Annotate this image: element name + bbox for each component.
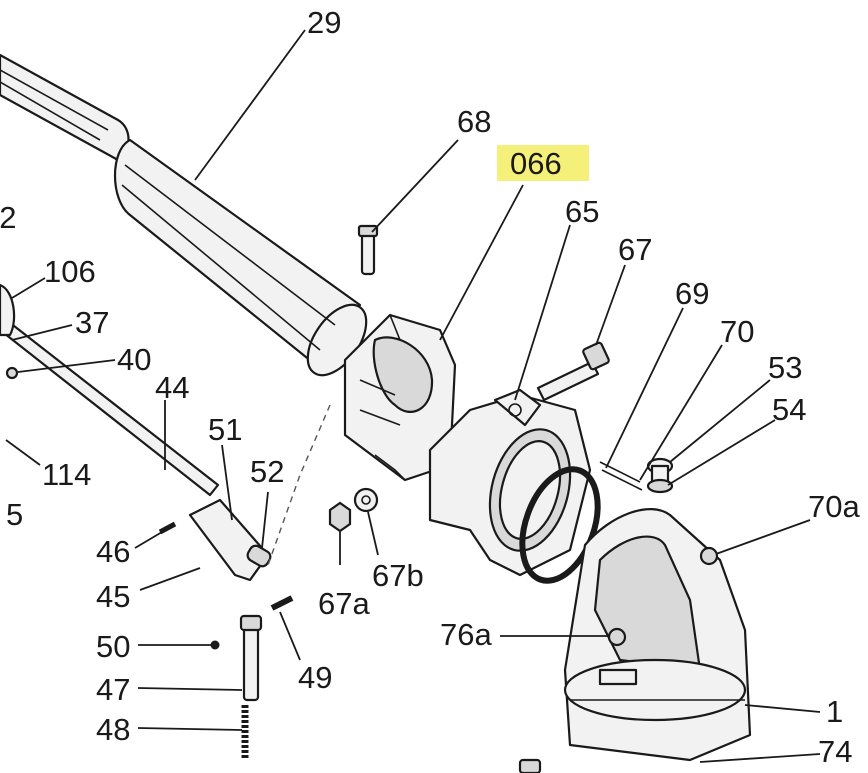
callout-066: 066 [510, 146, 562, 181]
callout-45: 45 [96, 579, 130, 614]
part-49-screw [270, 595, 294, 611]
callout-50: 50 [96, 629, 130, 664]
part-53-knob [646, 457, 674, 494]
callout-51: 51 [208, 412, 242, 447]
part-29-upper-tube [0, 53, 130, 162]
callout-106: 106 [44, 254, 96, 289]
callout-44: 44 [155, 370, 189, 405]
part-29-main-tube [113, 138, 368, 377]
part-47-pin [239, 614, 263, 702]
part-67-bolt [536, 341, 610, 402]
callout-48: 48 [96, 712, 130, 747]
callout-76a: 76a [440, 617, 492, 652]
part-70a-nut [699, 546, 719, 566]
part-50-dot [210, 640, 220, 650]
callout-labels: 29 68 066 65 62 106 67 69 37 70 40 53 44… [0, 5, 860, 769]
callout-68: 68 [457, 104, 491, 139]
callout-47: 47 [96, 672, 130, 707]
callout-67a: 67a [318, 586, 370, 621]
callout-74: 74 [818, 734, 852, 769]
callout-5: 5 [6, 497, 23, 532]
part-106-pivot [0, 283, 16, 337]
part-46-screw [158, 521, 177, 535]
callout-40: 40 [117, 342, 151, 377]
part-65-adapter [428, 388, 592, 577]
callout-70a: 70a [808, 489, 860, 524]
part-68-bolt [357, 224, 379, 276]
callout-54: 54 [772, 392, 806, 427]
callout-62: 62 [0, 200, 16, 235]
part-67a-nut [328, 501, 352, 533]
callout-65: 65 [565, 194, 599, 229]
callout-67: 67 [618, 232, 652, 267]
part-44-rod [0, 313, 220, 497]
callout-1: 1 [826, 694, 843, 729]
callout-52: 52 [250, 454, 284, 489]
callout-53: 53 [768, 350, 802, 385]
callout-67b: 67b [372, 558, 424, 593]
leader-lines [5, 29, 821, 763]
part-67b-washer [353, 487, 379, 513]
part-066-clamp [343, 313, 457, 482]
part-1-chute-elbow [563, 508, 752, 762]
callout-114: 114 [42, 457, 91, 492]
callout-70: 70 [720, 314, 754, 349]
callout-37: 37 [75, 305, 109, 340]
callout-49: 49 [298, 660, 332, 695]
part-74-bolt [518, 758, 542, 773]
callout-29: 29 [307, 5, 341, 40]
callout-066-highlight [497, 145, 589, 181]
callout-46: 46 [96, 534, 130, 569]
callout-69: 69 [675, 276, 709, 311]
